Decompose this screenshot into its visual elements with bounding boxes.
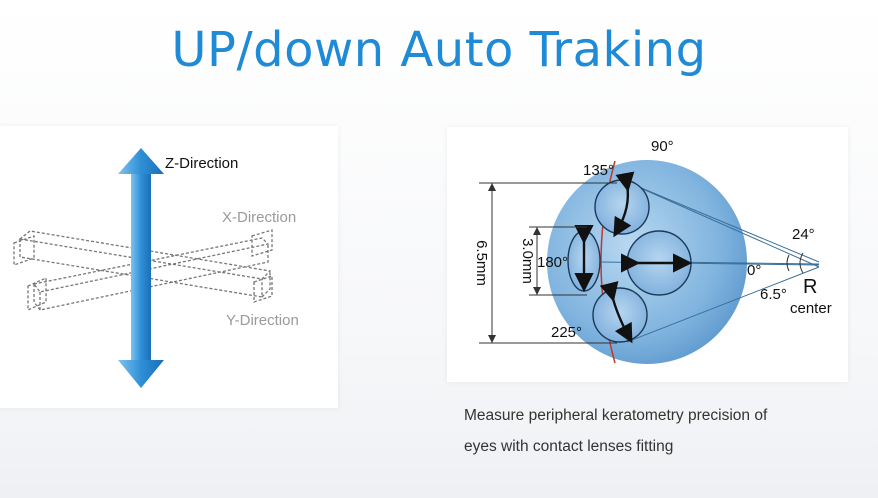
center-arcs (786, 252, 804, 274)
x-direction-label: X-Direction (222, 209, 296, 226)
caption-line-2: eyes with contact lenses fitting (464, 438, 674, 455)
angle-225-label: 225° (551, 324, 582, 341)
dim-inner-label: 3.0mm (519, 238, 536, 284)
axes-diagram: Z-Direction X-Direction Y-Direction (13, 148, 299, 388)
angle-90-label: 90° (651, 138, 674, 155)
angle-6-5-label: 6.5° (760, 286, 787, 303)
r-label: R (803, 276, 817, 298)
dimension-lines (479, 182, 617, 344)
cornea-diagram: 90° 135° 180° 225° 24° 0° 6.5° R center … (473, 138, 832, 364)
y-direction-label: Y-Direction (226, 312, 299, 329)
dim-outer-label: 6.5mm (473, 240, 490, 286)
diagram-caption: Measure peripheral keratometry precision… (464, 400, 864, 462)
angle-24-label: 24° (792, 226, 815, 243)
zone-arrows (574, 171, 693, 344)
center-label: center (790, 300, 832, 317)
dimension-arrowheads (488, 183, 541, 343)
angle-180-label: 180° (537, 254, 568, 271)
caption-line-1: Measure peripheral keratometry precision… (464, 407, 768, 424)
axes-diagram-panel: Z-Direction X-Direction Y-Direction (0, 126, 338, 408)
angle-135-label: 135° (583, 162, 614, 179)
angle-0-label: 0° (747, 262, 761, 279)
y-direction-beam (27, 229, 273, 312)
z-direction-arrow (118, 148, 164, 388)
page-title: UP/down Auto Traking (171, 22, 707, 78)
z-direction-label: Z-Direction (165, 155, 238, 172)
cornea-diagram-panel: 90° 135° 180° 225° 24° 0° 6.5° R center … (447, 127, 848, 382)
